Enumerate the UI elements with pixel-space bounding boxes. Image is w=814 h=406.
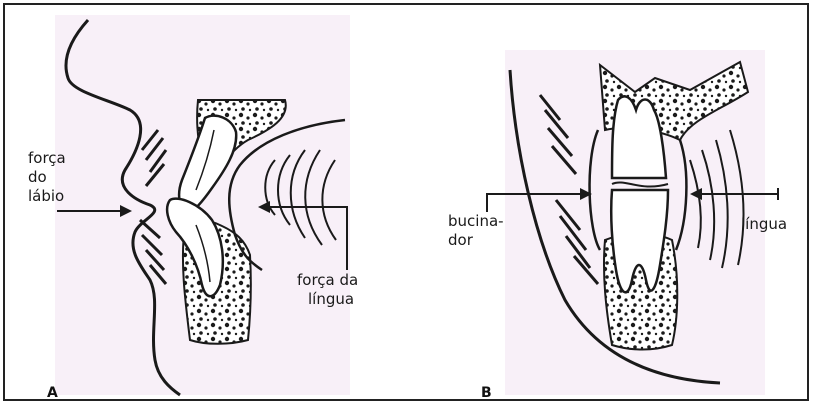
panel-a-illustration bbox=[55, 15, 350, 395]
tongue-force-label-line2: língua bbox=[308, 291, 354, 308]
buccinator-label-line1: bucina- bbox=[448, 213, 504, 230]
lip-force-label-line1: força bbox=[28, 150, 66, 167]
tongue-force-label-line1: força da bbox=[297, 272, 358, 289]
panel-b-letter: B bbox=[481, 385, 492, 401]
panel-b-illustration bbox=[487, 50, 778, 395]
buccinator-label-line2: dor bbox=[448, 232, 473, 249]
lip-force-label-line3: lábio bbox=[28, 188, 64, 205]
lip-force-label-line2: do bbox=[28, 169, 47, 186]
panel-a-letter: A bbox=[47, 385, 58, 401]
tongue-label-b: língua bbox=[741, 216, 787, 233]
